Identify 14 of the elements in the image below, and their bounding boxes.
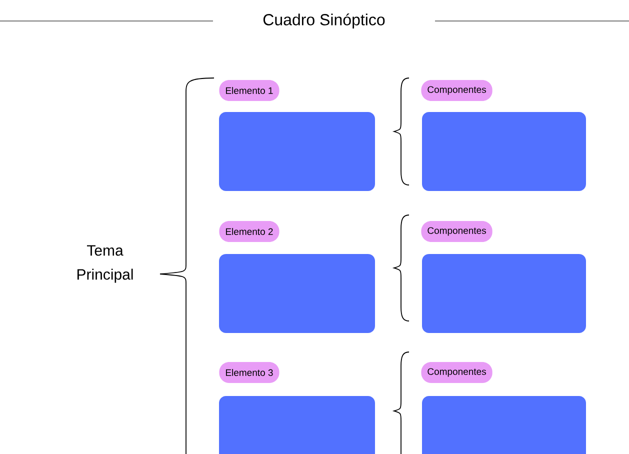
tag-pill: Elemento 3 <box>219 362 280 383</box>
content-box <box>219 112 375 191</box>
content-box <box>422 396 586 454</box>
tag-pill: Componentes <box>421 221 492 242</box>
topic-label: Tema Principal <box>77 245 133 283</box>
content-box <box>422 254 586 333</box>
tag-pill: Componentes <box>421 362 492 383</box>
tag-pill: Elemento 1 <box>219 80 280 101</box>
tag-pill: Elemento 2 <box>219 221 280 242</box>
content-box <box>219 396 375 454</box>
title: Cuadro Sinóptico <box>263 13 385 29</box>
content-box <box>422 112 586 191</box>
content-box <box>219 254 375 333</box>
tag-pill: Componentes <box>421 80 492 101</box>
